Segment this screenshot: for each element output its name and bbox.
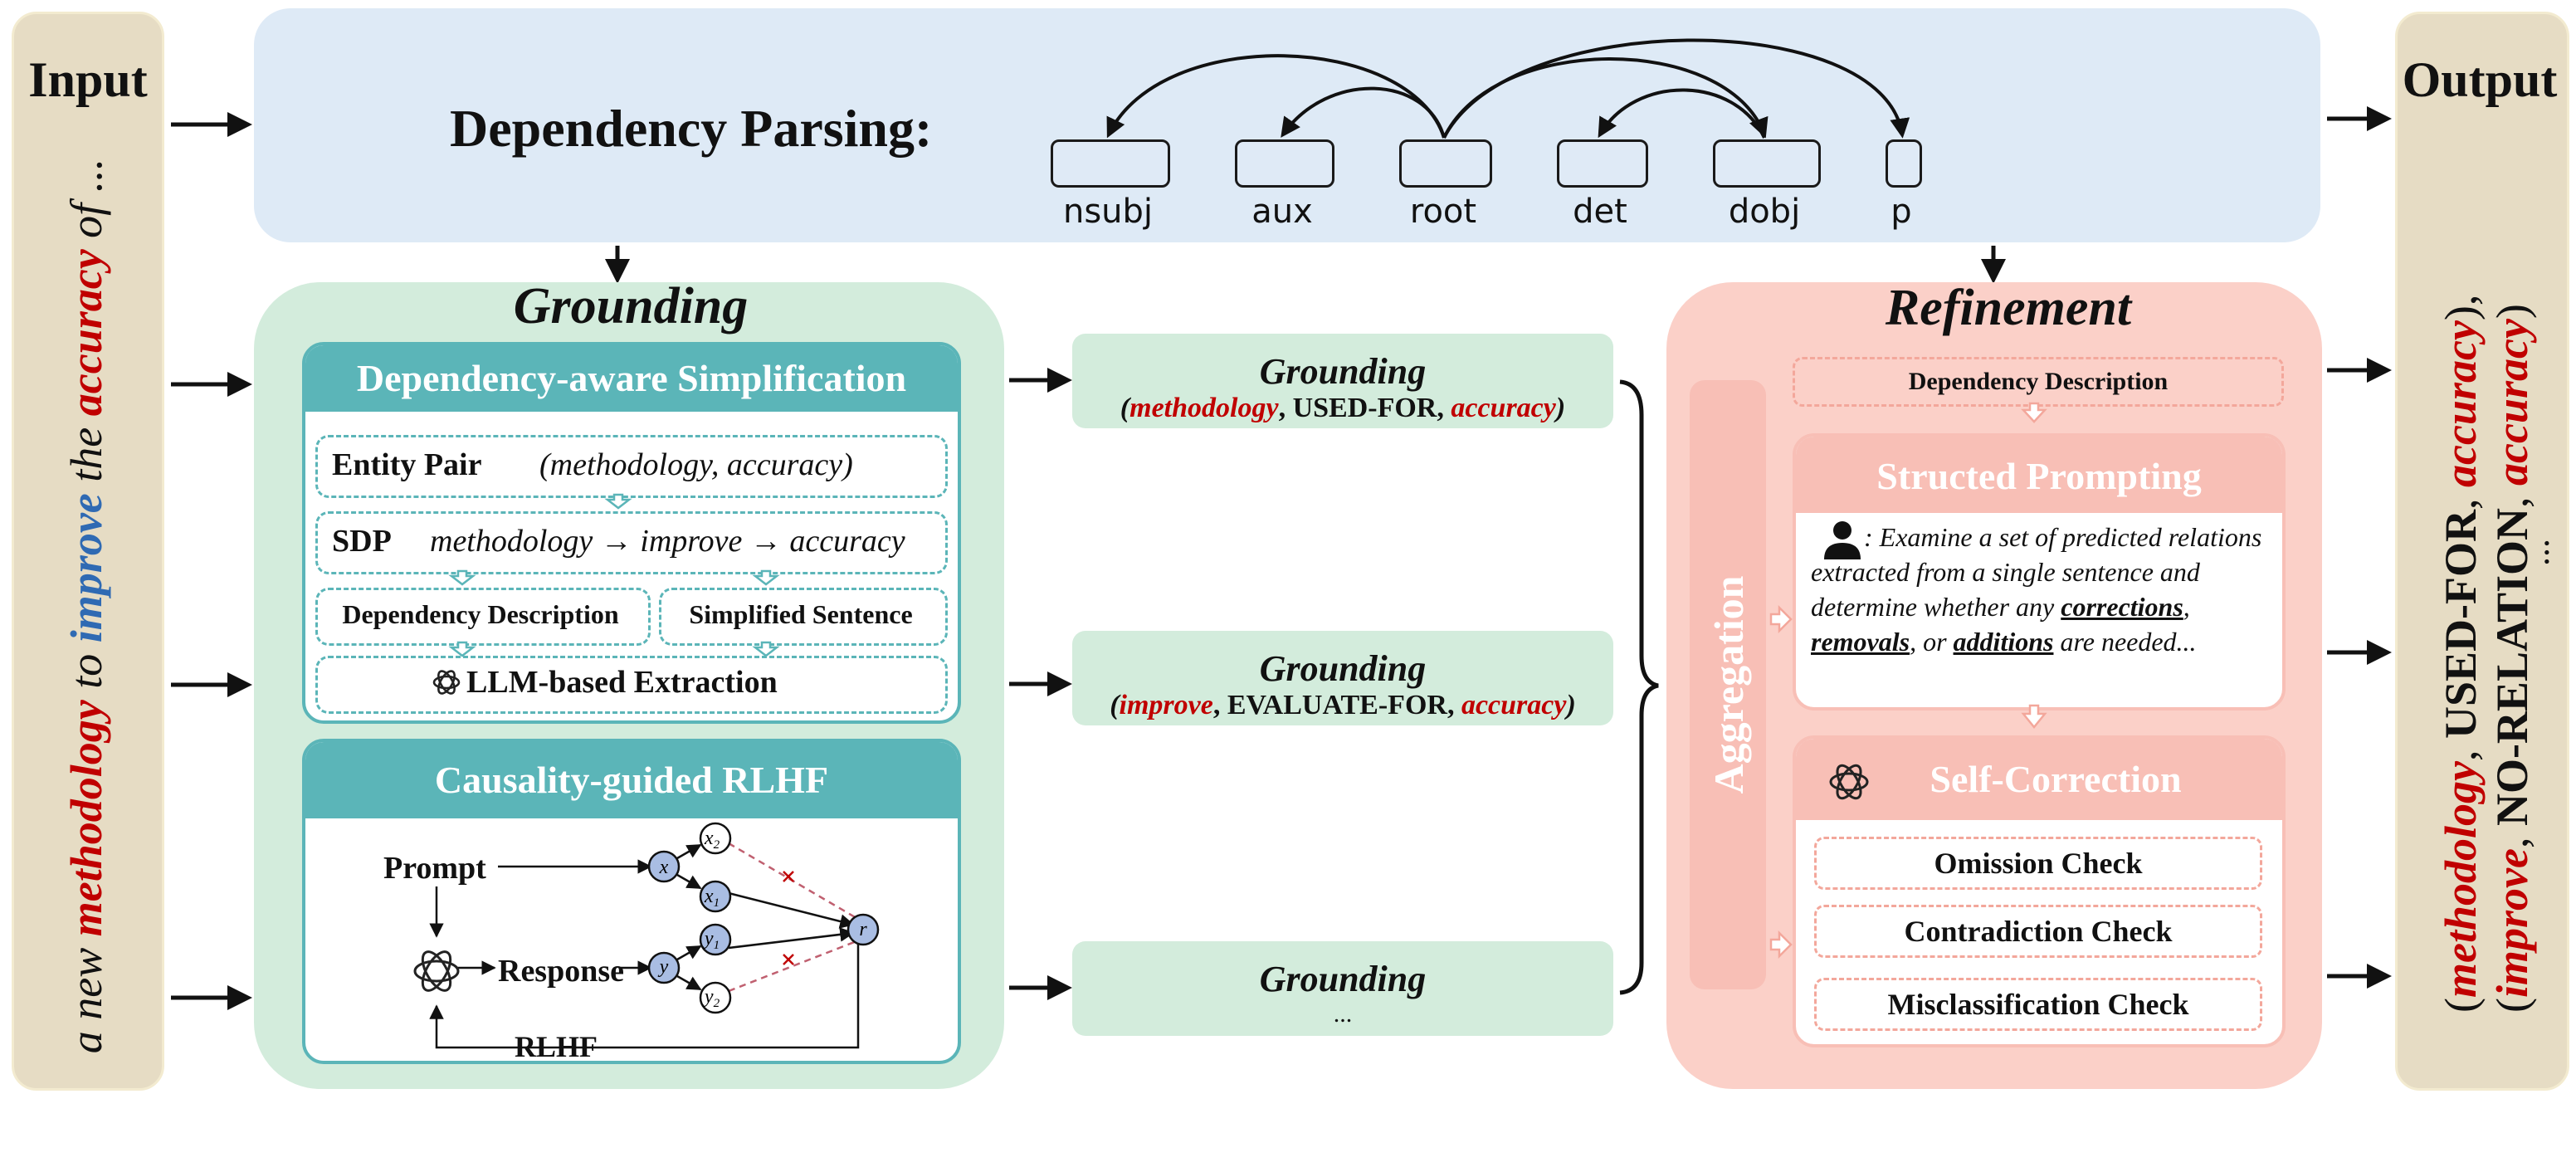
grounding-result-1-title: Grounding	[1259, 351, 1427, 392]
output-title: Output	[2402, 52, 2558, 107]
token-box-det	[1557, 139, 1648, 188]
node-y2-label: y2	[703, 986, 720, 1010]
dep-desc-label: Dependency Description	[342, 599, 619, 629]
prompting-text: : Examine a set of predicted relations e…	[1811, 522, 2262, 657]
node-x	[647, 850, 681, 883]
self-correction-title: Self-Correction	[1796, 739, 2282, 820]
output-panel	[2395, 12, 2569, 1091]
token-label-det: det	[1573, 193, 1627, 231]
refine-dep-desc-label: Dependency Description	[1908, 368, 2169, 395]
token-label-nsubj: nsubj	[1062, 193, 1154, 231]
entity-pair-label: Entity Pair	[332, 447, 482, 482]
contradiction-check: Contradiction Check	[1814, 905, 2262, 958]
node-y-label: y	[658, 956, 669, 978]
llm-extraction-label: LLM-based Extraction	[466, 665, 778, 700]
node-y1	[699, 923, 732, 956]
token-label-p: p	[1891, 193, 1912, 231]
rlhf-prompt-label: Prompt	[383, 851, 486, 886]
refine-dep-desc-box: Dependency Description	[1793, 357, 2284, 407]
output-ellipsis: ...	[2516, 539, 2557, 566]
simplification-title: Dependency-aware Simplification	[305, 345, 958, 412]
token-box-aux	[1235, 139, 1334, 188]
grounding-result-3-title: Grounding	[1259, 959, 1427, 999]
node-r-label: r	[859, 919, 867, 940]
token-box-root	[1399, 139, 1492, 188]
llm-extraction-box	[315, 656, 948, 714]
grounding-title: Grounding	[513, 278, 749, 335]
rlhf-diagram: x x2 x1 y y1 y2 r	[413, 822, 880, 1049]
token-box-nsubj	[1051, 139, 1170, 188]
grounding-result-3: Grounding ...	[1072, 941, 1613, 1036]
sdp-value: methodology → improve → accuracy	[430, 524, 905, 559]
node-r	[846, 913, 880, 946]
token-label-root: root	[1409, 193, 1477, 231]
curly-brace-icon	[1619, 379, 1659, 995]
input-panel	[12, 12, 164, 1091]
aggregation-label: Aggregation	[1705, 575, 1752, 794]
misclassification-check: Misclassification Check	[1814, 978, 2262, 1031]
refinement-title: Refinement	[1885, 280, 2132, 336]
token-label-aux: aux	[1251, 193, 1313, 231]
grounding-result-3-ellipsis: ...	[1333, 1000, 1353, 1028]
parsing-title: Dependency Parsing:	[450, 99, 933, 158]
omission-check: Omission Check	[1814, 837, 2262, 890]
node-x2	[699, 822, 732, 855]
grounding-result-1: Grounding (methodology, USED-FOR, accura…	[1072, 334, 1613, 428]
input-title: Input	[28, 52, 148, 107]
openai-logo-icon	[413, 950, 460, 992]
openai-logo-icon	[432, 670, 461, 695]
entity-pair-value: (methodology, accuracy)	[539, 447, 853, 482]
aggregation-bar	[1690, 380, 1766, 989]
prompting-title: Structed Prompting	[1796, 437, 2282, 513]
simplified-label: Simplified Sentence	[689, 599, 913, 629]
grounding-result-2: Grounding (improve, EVALUATE-FOR, accura…	[1072, 631, 1613, 725]
rlhf-rlhf-label: RLHF	[515, 1030, 598, 1063]
node-x1	[699, 880, 732, 913]
node-x-label: x	[659, 857, 669, 878]
grounding-result-1-triple: (methodology, USED-FOR, accuracy)	[1120, 393, 1566, 423]
rlhf-card: Causality-guided RLHF	[302, 739, 961, 1064]
token-label-dobj: dobj	[1728, 193, 1801, 231]
node-x1-label: x1	[704, 886, 720, 910]
openai-logo-icon	[1829, 764, 1869, 800]
grounding-result-2-triple: (improve, EVALUATE-FOR, accuracy)	[1110, 690, 1576, 720]
token-box-dobj	[1713, 139, 1821, 188]
node-y	[647, 951, 681, 984]
sdp-box	[315, 511, 948, 574]
structured-prompting-card: Structed Prompting	[1793, 433, 2286, 711]
node-x2-label: x2	[704, 828, 720, 852]
rlhf-title: Causality-guided RLHF	[305, 742, 958, 818]
simplified-box	[659, 588, 948, 646]
node-y1-label: y1	[703, 928, 720, 952]
user-icon	[1824, 521, 1861, 559]
input-sentence: a new methodology to improve the accurac…	[61, 158, 111, 1054]
rlhf-response-label: Response	[498, 954, 625, 989]
sdp-label: SDP	[332, 524, 392, 559]
token-box-p	[1886, 139, 1922, 188]
node-y2	[699, 981, 732, 1014]
dep-desc-box	[315, 588, 651, 646]
grounding-result-2-title: Grounding	[1259, 648, 1427, 689]
output-line-1: (methodology, USED-FOR, accuracy),	[2436, 294, 2486, 1013]
